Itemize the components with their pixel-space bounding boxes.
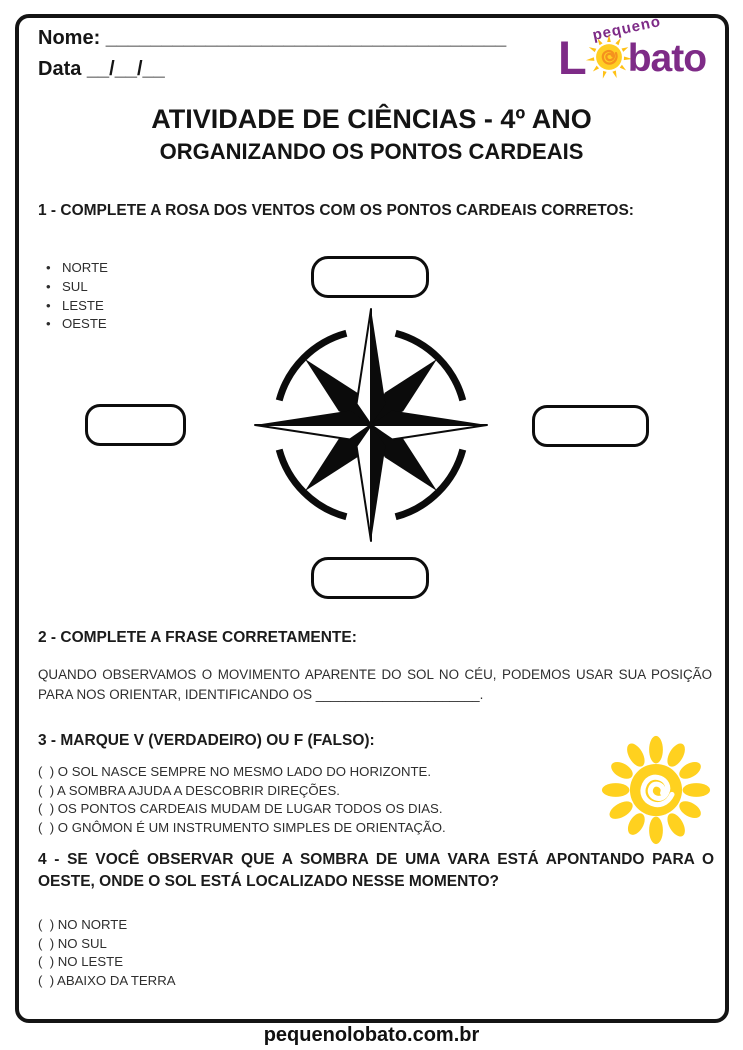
logo-word: L bbox=[558, 28, 707, 87]
word-bank-item: NORTE bbox=[46, 259, 108, 278]
name-label: Nome: bbox=[38, 27, 101, 49]
option-item: ( ) ABAIXO DA TERRA bbox=[38, 972, 176, 988]
true-false-list: ( ) O SOL NASCE SEMPRE NO MESMO LADO DO … bbox=[38, 763, 446, 837]
word-bank-item: SUL bbox=[46, 278, 108, 297]
page-subtitle: ORGANIZANDO OS PONTOS CARDEAIS bbox=[159, 139, 584, 164]
date-field-row[interactable]: Data __/__/__ bbox=[38, 58, 165, 80]
website-footer: pequenolobato.com.br bbox=[263, 1024, 480, 1046]
question-4-options: ( ) NO NORTE ( ) NO SUL ( ) NO LESTE ( )… bbox=[38, 916, 176, 990]
true-false-item: ( ) O GNÔMON É UM INSTRUMENTO SIMPLES DE… bbox=[38, 819, 446, 835]
name-field-row: Nome: __________________________________… bbox=[38, 27, 506, 50]
true-false-item: ( ) O SOL NASCE SEMPRE NO MESMO LADO DO … bbox=[38, 764, 431, 779]
question-3-heading: 3 - MARQUE V (VERDADEIRO) OU F (FALSO): bbox=[38, 732, 375, 749]
logo-sun-icon bbox=[584, 32, 634, 87]
question-1-heading: 1 - COMPLETE A ROSA DOS VENTOS COM OS PO… bbox=[38, 202, 634, 219]
sun-icon bbox=[597, 731, 715, 854]
name-blank-line[interactable]: ____________________________________ bbox=[105, 27, 507, 49]
page-title: ATIVIDADE DE CIÊNCIAS - 4º ANO bbox=[151, 104, 592, 134]
option-item: ( ) NO NORTE bbox=[38, 917, 128, 932]
answer-box-east[interactable] bbox=[532, 405, 649, 447]
logo-word-rest: bato bbox=[627, 37, 707, 80]
cardinal-points-word-bank: NORTE SUL LESTE OESTE bbox=[46, 259, 108, 334]
answer-box-north[interactable] bbox=[311, 256, 429, 298]
option-item: ( ) NO LESTE bbox=[38, 954, 123, 970]
answer-box-west[interactable] bbox=[85, 404, 186, 446]
compass-rose-icon bbox=[253, 307, 489, 548]
question-2-heading: 2 - COMPLETE A FRASE CORRETAMENTE: bbox=[38, 629, 357, 646]
pequeno-lobato-logo: pequeno L bbox=[558, 12, 726, 108]
logo-letter-l: L bbox=[558, 31, 587, 84]
answer-box-south[interactable] bbox=[311, 557, 429, 599]
word-bank-item: OESTE bbox=[46, 315, 108, 334]
question-2-sentence: QUANDO OBSERVAMOS O MOVIMENTO APARENTE D… bbox=[38, 667, 712, 702]
word-bank-item: LESTE bbox=[46, 297, 108, 316]
true-false-item: ( ) OS PONTOS CARDEAIS MUDAM DE LUGAR TO… bbox=[38, 801, 443, 817]
true-false-item: ( ) A SOMBRA AJUDA A DESCOBRIR DIREÇÕES. bbox=[38, 782, 340, 798]
question-4-heading: 4 - SE VOCÊ OBSERVAR QUE A SOMBRA DE UMA… bbox=[38, 851, 714, 890]
option-item: ( ) NO SUL bbox=[38, 935, 107, 951]
